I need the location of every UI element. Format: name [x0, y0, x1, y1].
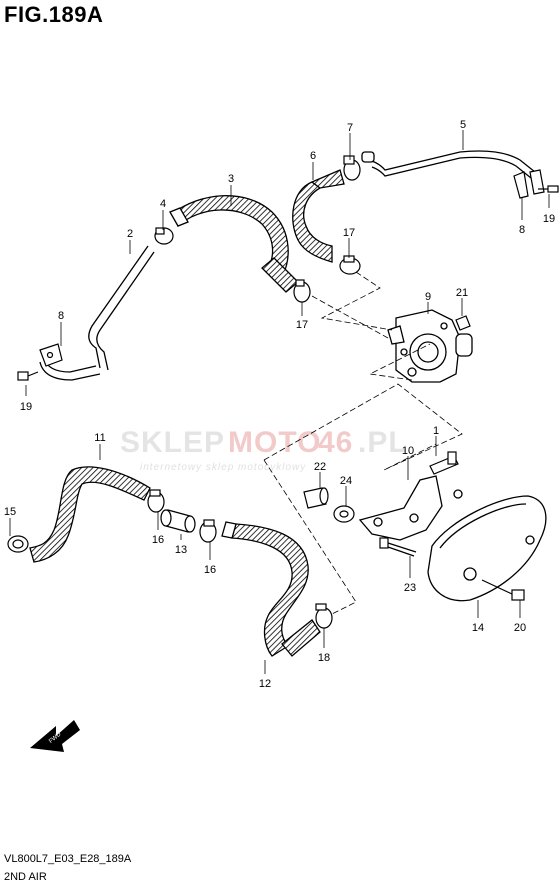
clamp-7: [343, 155, 361, 181]
callout-24: 24: [340, 475, 352, 487]
hose-3: [169, 195, 299, 293]
figure-title: FIG.189A: [4, 2, 104, 27]
callout-3: 3: [228, 173, 234, 185]
collar-22: [303, 487, 329, 509]
watermark-part-c: 46: [318, 426, 353, 459]
clamp-16-left: [147, 489, 165, 513]
callout-17-upper: 17: [343, 227, 355, 239]
assembly-leaders-upper: [311, 271, 431, 381]
callouts: 5 7 6 3 4 2 8 19 17 17 9 21 8 19 1 10 22…: [4, 119, 555, 690]
watermark-part-a: SKLEP: [120, 426, 225, 459]
hose-12: [221, 521, 321, 657]
callout-4: 4: [160, 198, 166, 210]
callout-19-left: 19: [20, 401, 32, 413]
watermark-part-d: .PL: [358, 426, 408, 459]
clamp-16-right: [199, 519, 217, 543]
callout-6: 6: [310, 150, 316, 162]
bolt-19-upper: [538, 185, 559, 193]
clamp-15: [7, 535, 29, 553]
callout-10: 10: [402, 445, 414, 457]
clamp-17-lower: [293, 279, 311, 303]
callout-19-upper: 19: [543, 213, 555, 225]
callout-2: 2: [127, 228, 133, 240]
watermark: SKLEP MOTO 46 .PL internetowy sklep moto…: [120, 426, 408, 473]
callout-16-right: 16: [204, 564, 216, 576]
connector-13: [160, 509, 196, 533]
bolt-23: [379, 537, 417, 557]
callout-23: 23: [404, 582, 416, 594]
bolt-20: [481, 579, 525, 601]
callout-leaders: [9, 130, 550, 674]
callout-17-lower: 17: [296, 319, 308, 331]
callout-5: 5: [460, 119, 466, 131]
fwd-arrow: FWD: [30, 720, 80, 752]
bolt-19-left: [17, 371, 39, 381]
footer-code: VL800L7_E03_E28_189A: [4, 853, 132, 865]
grommet-24: [333, 505, 355, 523]
callout-8-left: 8: [58, 310, 64, 322]
callout-1: 1: [433, 425, 439, 437]
watermark-tagline: internetowy sklep motocyklowy: [140, 462, 306, 473]
hose-11: [29, 466, 151, 563]
callout-14: 14: [472, 622, 484, 634]
pipe-5: [361, 150, 541, 183]
callout-22: 22: [314, 461, 326, 473]
washer-21: [455, 315, 471, 331]
bolt-1: [429, 451, 459, 475]
callout-20: 20: [514, 622, 526, 634]
valve-9: [387, 309, 473, 383]
footer-subtitle: 2ND AIR: [4, 871, 47, 883]
bracket-10: [358, 475, 463, 541]
callout-9: 9: [425, 291, 431, 303]
callout-7: 7: [347, 122, 353, 134]
clip-8-upper: [513, 169, 545, 199]
clamp-18: [315, 603, 333, 629]
watermark-part-b: MOTO: [228, 426, 321, 459]
clamp-17-upper: [339, 255, 361, 275]
callout-15: 15: [4, 506, 16, 518]
clip-8-left: [39, 343, 63, 367]
callout-11: 11: [94, 432, 105, 444]
callout-16-left: 16: [152, 534, 164, 546]
callout-18: 18: [318, 652, 330, 664]
callout-13: 13: [175, 544, 187, 556]
clamp-4: [154, 227, 174, 245]
assembly-leaders-lower: [263, 383, 463, 615]
callout-21: 21: [456, 287, 468, 299]
callout-8-upper: 8: [519, 224, 525, 236]
callout-12: 12: [259, 678, 271, 690]
filter-14: [427, 495, 547, 602]
hose-6: [292, 169, 345, 263]
